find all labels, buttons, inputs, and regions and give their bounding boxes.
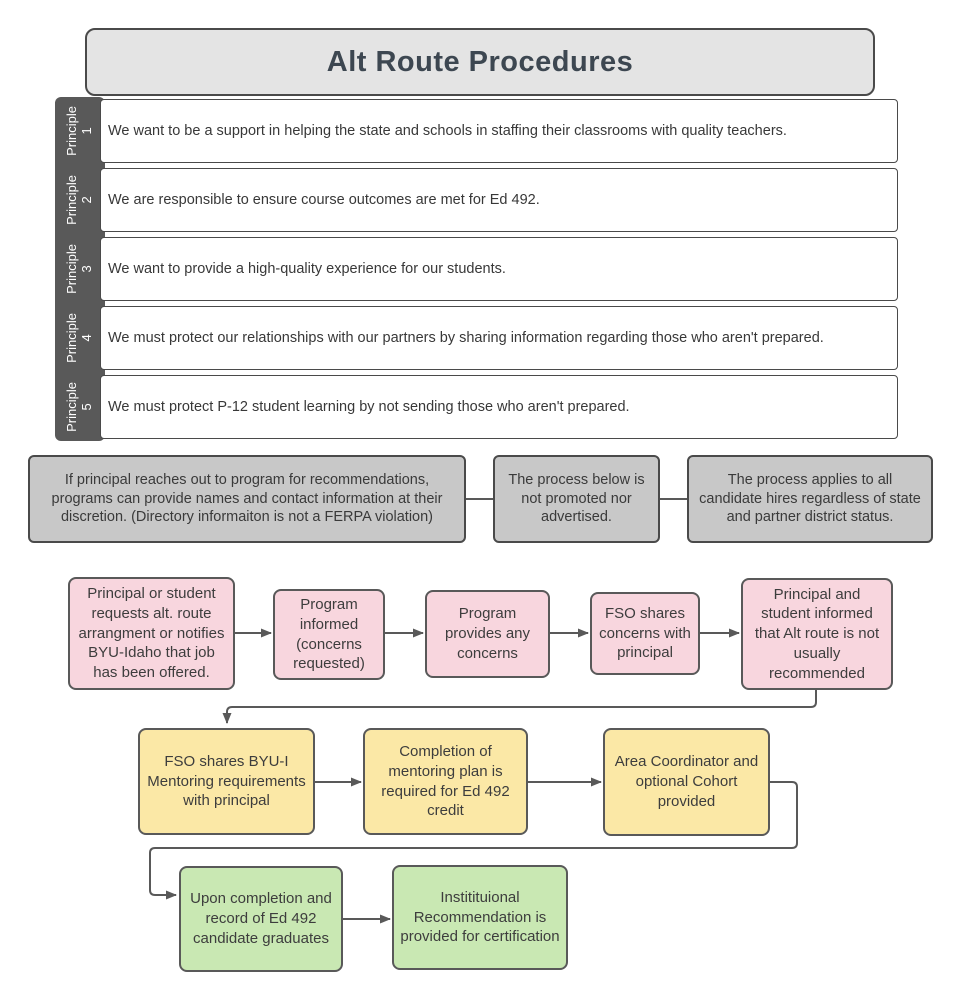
flow-step-program-informed-text: Program informed (concerns requested) <box>293 595 365 673</box>
flow-step-program-informed: Program informed (concerns requested) <box>273 589 385 680</box>
principle-2-number: 2 <box>78 196 94 204</box>
principle-5-text: We must protect P-12 student learning by… <box>108 399 630 415</box>
note-ferpa-text: If principal reaches out to program for … <box>51 471 443 526</box>
note-box-ferpa: If principal reaches out to program for … <box>28 455 466 543</box>
flow-step-graduates-text: Upon completion and record of Ed 492 can… <box>190 890 332 947</box>
principle-5-word: Principle <box>64 382 80 432</box>
principle-5-row: We must protect P-12 student learning by… <box>100 375 898 439</box>
arrow-pink5-yellow1 <box>222 690 817 724</box>
flow-step-graduates: Upon completion and record of Ed 492 can… <box>179 866 343 972</box>
principle-1-text: We want to be a support in helping the s… <box>108 123 787 139</box>
note-box-applies-all: The process applies to all candidate hir… <box>687 455 933 543</box>
title-box: Alt Route Procedures <box>85 28 875 96</box>
flow-step-mentoring-plan-text: Completion of mentoring plan is required… <box>381 742 510 820</box>
note-box-not-promoted: The process below is not promoted nor ad… <box>493 455 660 543</box>
page-title: Alt Route Procedures <box>326 45 634 78</box>
principle-1-word: Principle <box>64 106 80 156</box>
flow-step-area-coordinator: Area Coordinator and optional Cohort pro… <box>603 728 770 836</box>
flow-step-program-concerns: Program provides any concerns <box>425 590 550 678</box>
principle-4-number: 4 <box>78 334 94 342</box>
principle-5-number: 5 <box>78 403 94 411</box>
flow-step-fso-shares: FSO shares concerns with principal <box>590 592 700 675</box>
note-not-promoted-text: The process below is not promoted nor ad… <box>508 471 645 526</box>
flow-step-mentoring-plan: Completion of mentoring plan is required… <box>363 728 528 835</box>
flow-step-mentoring-reqs-text: FSO shares BYU-I Mentoring requirements … <box>147 752 306 810</box>
principle-4-word: Principle <box>64 313 80 363</box>
principles-band <box>55 97 105 441</box>
principle-3-number: 3 <box>78 265 94 273</box>
flow-step-not-recommended: Principal and student informed that Alt … <box>741 578 893 690</box>
principle-4-row: We must protect our relationships with o… <box>100 306 898 370</box>
flow-step-fso-shares-text: FSO shares concerns with principal <box>599 604 691 662</box>
principle-3-row: We want to provide a high-quality experi… <box>100 237 898 301</box>
principle-1-number: 1 <box>78 127 94 135</box>
flow-step-request-text: Principal or student requests alt. route… <box>78 585 225 682</box>
principle-4-text: We must protect our relationships with o… <box>108 330 824 346</box>
principle-1-row: We want to be a support in helping the s… <box>100 99 898 163</box>
principle-2-word: Principle <box>64 175 80 225</box>
principle-2-text: We are responsible to ensure course outc… <box>108 192 540 208</box>
principle-2-row: We are responsible to ensure course outc… <box>100 168 898 232</box>
note-applies-all-text: The process applies to all candidate hir… <box>699 471 921 526</box>
flow-step-request: Principal or student requests alt. route… <box>68 577 235 690</box>
principle-3-text: We want to provide a high-quality experi… <box>108 261 506 277</box>
flow-step-program-concerns-text: Program provides any concerns <box>444 605 531 662</box>
flow-step-not-recommended-text: Principal and student informed that Alt … <box>754 585 880 682</box>
flow-step-mentoring-reqs: FSO shares BYU-I Mentoring requirements … <box>138 728 315 835</box>
principle-3-word: Principle <box>64 244 80 294</box>
flow-step-recommendation-text: Institituional Recommendation is provide… <box>400 888 560 946</box>
flow-step-area-coordinator-text: Area Coordinator and optional Cohort pro… <box>614 753 759 810</box>
flow-step-recommendation: Institituional Recommendation is provide… <box>392 865 568 970</box>
